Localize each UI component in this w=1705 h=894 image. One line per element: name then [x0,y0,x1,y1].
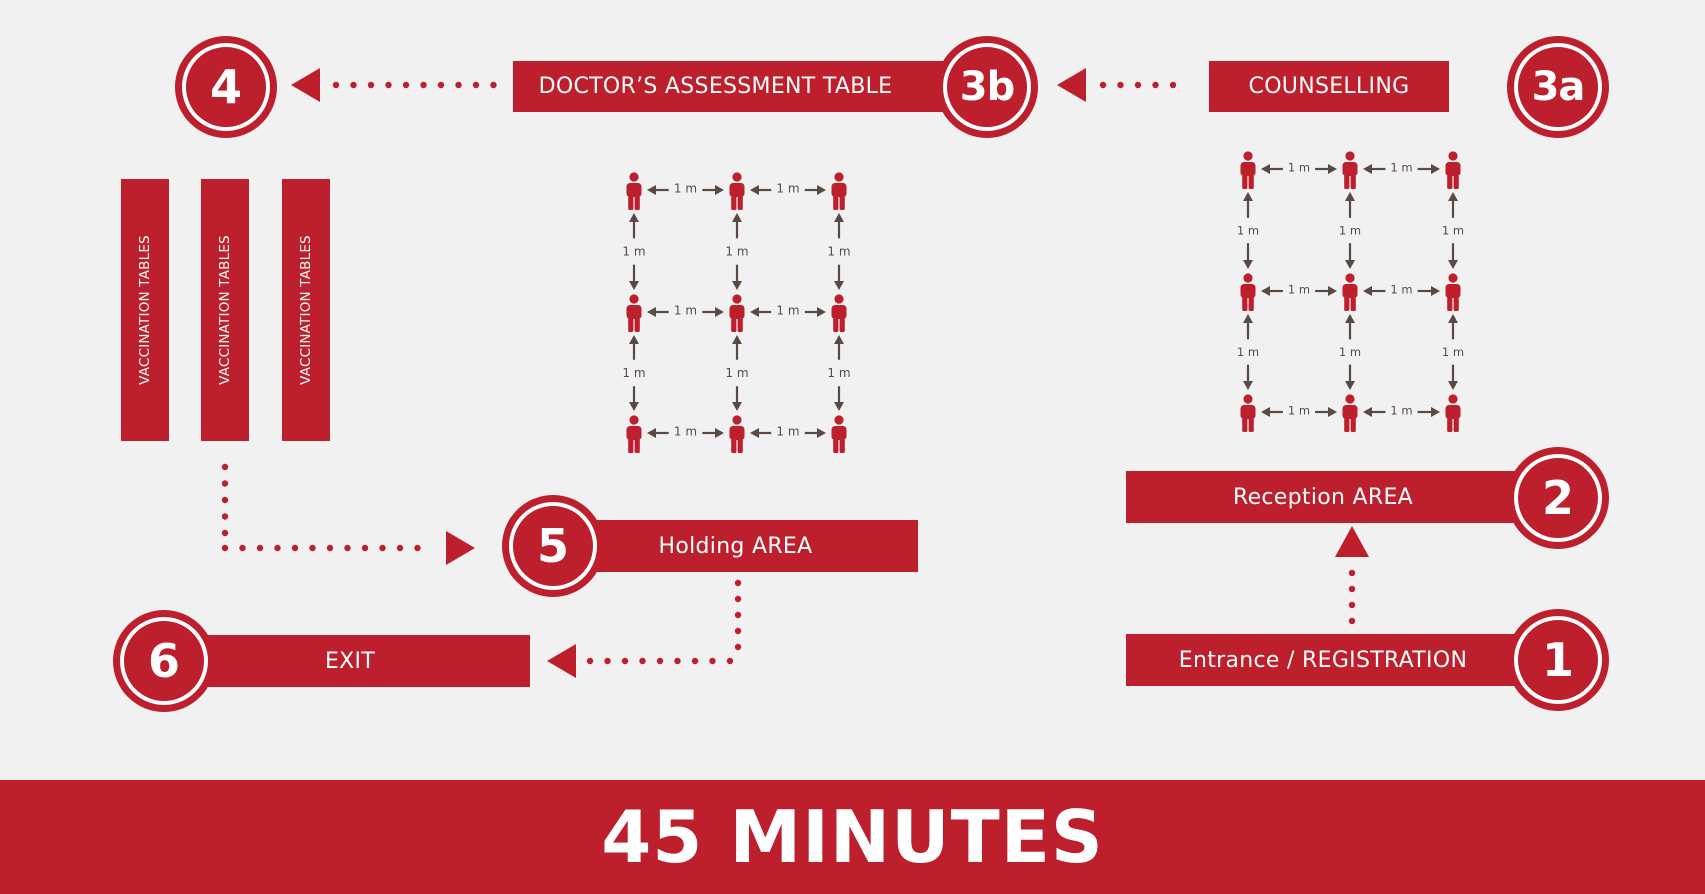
dotted-connector [586,657,734,665]
dotted-connector [734,579,742,651]
dotted-connector [1348,569,1356,625]
entrance-registration-bar: Entrance / REGISTRATION [1126,634,1520,686]
flow-arrow-icon [291,68,320,102]
dotted-connector [332,81,497,89]
counselling-label: COUNSELLING [1248,74,1410,99]
step-3b-number: 3b [943,43,1031,131]
vaccination-table-2: VACCINATION TABLES [201,179,249,441]
dotted-connector [221,544,421,552]
doctors-assessment-bar: DOCTOR’S ASSESSMENT TABLE [513,61,948,112]
exit-bar: EXIT [170,635,530,687]
duration-banner: 45 MINUTES [0,780,1705,894]
step-2-number: 2 [1514,454,1602,542]
step-1-number: 1 [1514,616,1602,704]
counselling-bar: COUNSELLING [1209,61,1449,112]
step-2-badge: 2 [1507,447,1609,549]
vaccination-table-3-label: VACCINATION TABLES [298,235,314,385]
entrance-registration-label: Entrance / REGISTRATION [1178,647,1468,673]
vaccination-table-1: VACCINATION TABLES [121,179,169,441]
step-5-number: 5 [509,502,597,590]
step-1-badge: 1 [1507,609,1609,711]
step-3a-number: 3a [1514,43,1602,131]
duration-text: 45 MINUTES [601,795,1104,879]
step-4-number: 4 [182,43,270,131]
vaccination-table-3: VACCINATION TABLES [282,179,330,441]
holding-area-label: Holding AREA [658,533,813,559]
vaccination-table-2-label: VACCINATION TABLES [217,235,233,385]
holding-area-bar: Holding AREA [553,520,918,572]
step-3b-badge: 3b [936,36,1038,138]
exit-label: EXIT [324,648,376,674]
flow-arrow-icon [1057,68,1086,102]
doctors-assessment-label: DOCTOR’S ASSESSMENT TABLE [538,74,893,99]
flow-arrow-icon [547,644,576,678]
step-4-badge: 4 [175,36,277,138]
step-3a-badge: 3a [1507,36,1609,138]
dotted-connector [221,463,229,537]
reception-area-label: Reception AREA [1232,484,1414,510]
dotted-connector [1099,81,1177,89]
flow-arrow-icon [446,531,475,565]
step-6-number: 6 [120,617,208,705]
vaccination-table-1-label: VACCINATION TABLES [137,235,153,385]
step-6-badge: 6 [113,610,215,712]
reception-area-bar: Reception AREA [1126,471,1520,523]
step-5-badge: 5 [502,495,604,597]
flow-arrow-icon [1335,526,1369,557]
